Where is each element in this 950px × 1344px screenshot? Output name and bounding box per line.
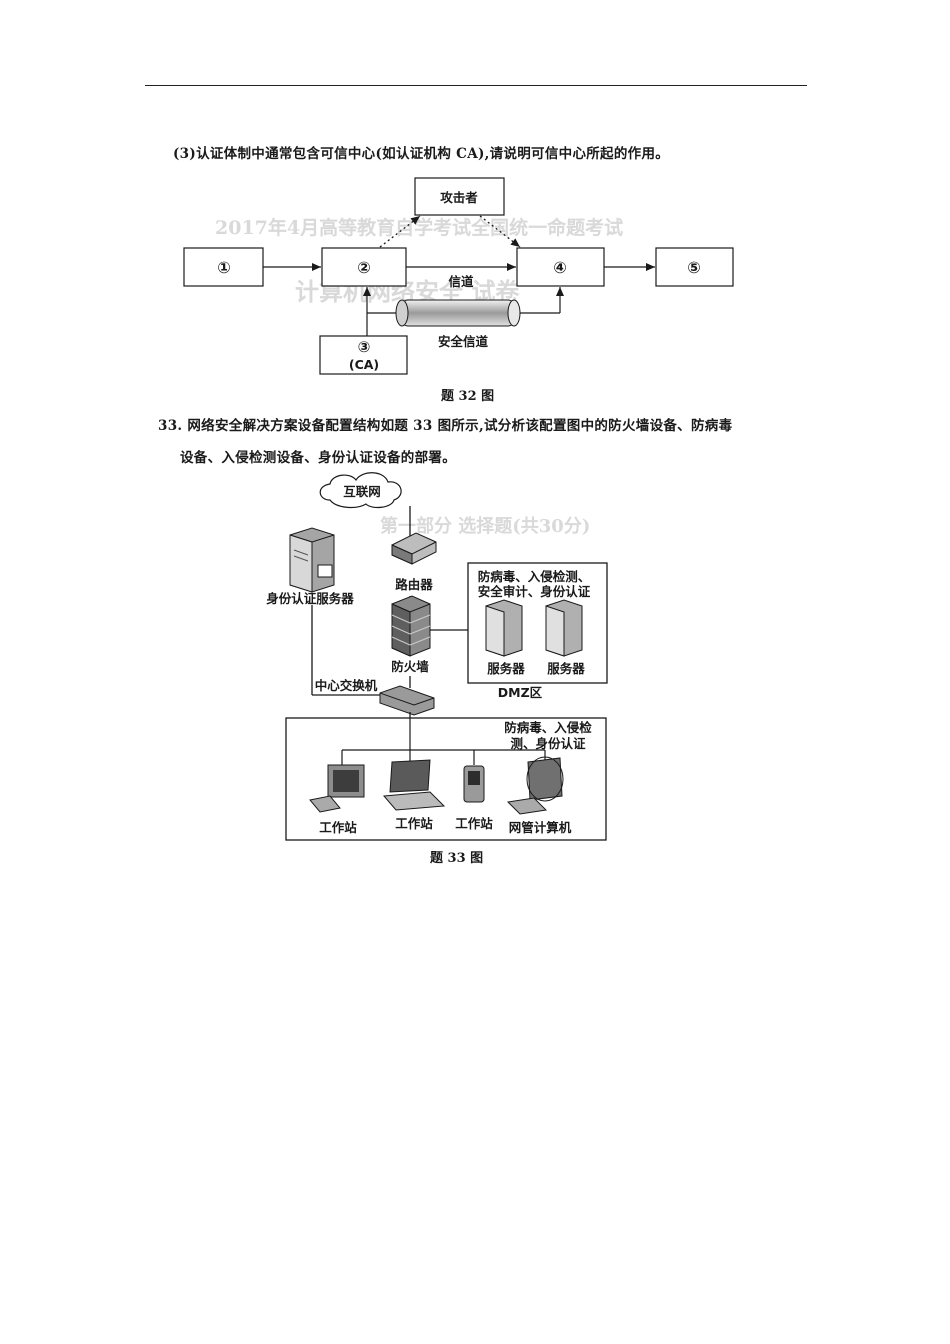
workstation-2-label: 工作站 [395, 816, 433, 831]
node-box-attacker [414, 177, 505, 216]
dmz-box [467, 562, 608, 684]
node-box-5 [655, 247, 734, 287]
firewall-label: 防火墙 [391, 659, 429, 674]
router-label: 路由器 [395, 577, 433, 592]
nms-label: 网管计算机 [509, 820, 572, 835]
q32-caption: 题 32 图 [441, 389, 495, 404]
dotted-arrow-2-attacker [379, 215, 421, 248]
core-switch-label: 中心交换机 [315, 678, 378, 693]
nms-device [506, 756, 564, 815]
node-2-label: ② [357, 258, 371, 277]
workstation-1-label: 工作站 [319, 820, 357, 835]
node-box-1 [183, 247, 264, 287]
node-box-3-ca [319, 335, 408, 375]
bleed-through-section: 第一部分 选择题(共30分) [380, 516, 591, 537]
q32-prompt: (3)认证体制中通常包含可信中心(如认证机构 CA),请说明可信中心所起的作用。 [173, 146, 670, 162]
node-1-label: ① [217, 258, 231, 277]
workstation-3-device [463, 765, 485, 803]
attacker-label: 攻击者 [440, 190, 478, 205]
node-3-sub-label: (CA) [349, 357, 379, 372]
dmz-box-label-2: 安全审计、身份认证 [478, 584, 591, 599]
q33-prompt-line-2: 设备、入侵检测设备、身份认证设备的部署。 [180, 450, 456, 466]
q33-prompt-line-1: 33. 网络安全解决方案设备配置结构如题 33 图所示,试分析该配置图中的防火墙… [158, 418, 733, 434]
secure-channel-label: 安全信道 [438, 334, 489, 349]
dmz-server-1 [485, 599, 523, 657]
router-device [391, 532, 437, 565]
header-rule [145, 85, 807, 86]
server-1-label: 服务器 [487, 661, 525, 676]
channel-label: 信道 [448, 274, 474, 289]
secure-channel-pipe [401, 299, 515, 327]
auth-server-label: 身份认证服务器 [266, 591, 354, 606]
bleed-through-title: 2017年4月高等教育自学考试全国统一命题考试 [215, 217, 624, 239]
server-2-label: 服务器 [547, 661, 585, 676]
node-5-label: ⑤ [687, 258, 701, 277]
dotted-arrow-attacker-4 [479, 215, 521, 248]
workstation-3-label: 工作站 [455, 816, 493, 831]
dmz-label: DMZ区 [498, 685, 543, 700]
lan-box-label-2: 测、身份认证 [510, 736, 586, 751]
node-box-2 [321, 247, 407, 287]
lan-box [285, 717, 607, 841]
firewall-device [391, 595, 431, 657]
node-3-label: ③ [358, 338, 371, 356]
dmz-server-2 [545, 599, 583, 657]
q33-caption: 题 33 图 [430, 851, 484, 866]
internet-label: 互联网 [343, 484, 381, 499]
auth-server-device [289, 527, 335, 593]
workstation-2-device [382, 759, 446, 811]
internet-cloud [319, 472, 402, 509]
lan-box-label-1: 防病毒、入侵检 [504, 720, 592, 735]
workstation-1-device [309, 764, 365, 813]
node-4-label: ④ [553, 258, 567, 277]
dmz-box-label-1: 防病毒、入侵检测、 [478, 569, 591, 584]
core-switch-device [379, 685, 435, 716]
